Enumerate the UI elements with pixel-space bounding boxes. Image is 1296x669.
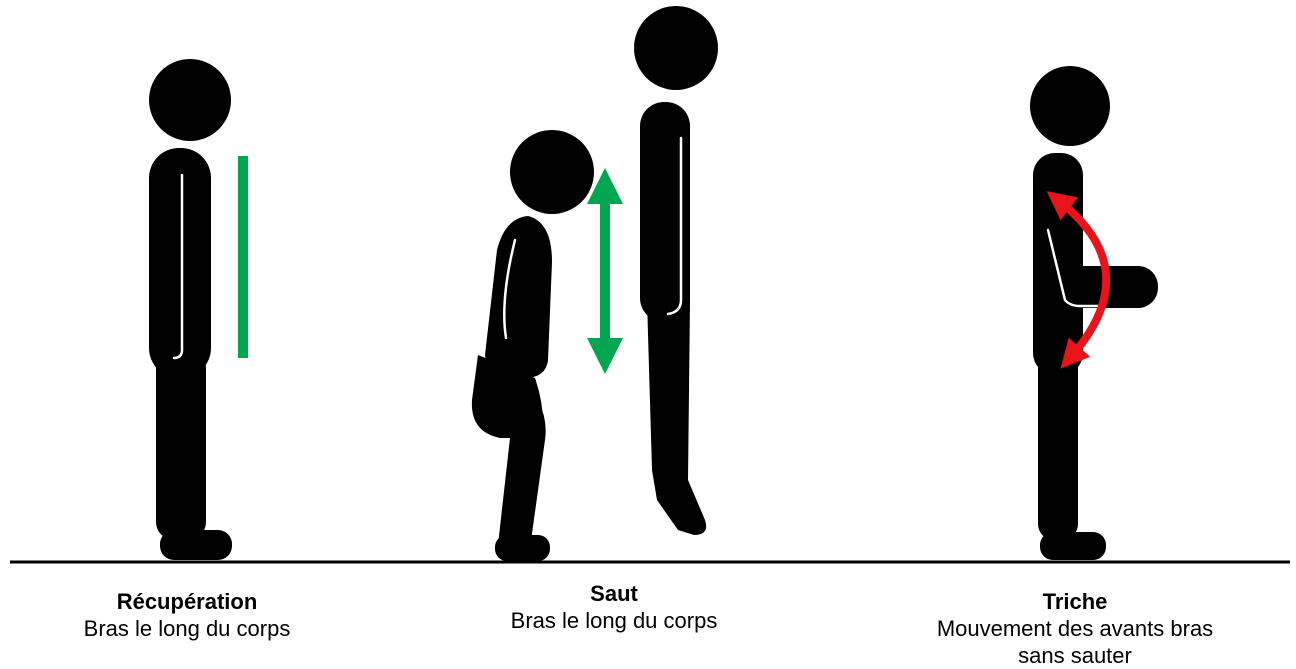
figure-legs — [647, 300, 706, 535]
standing-figure-cheat — [1030, 66, 1158, 560]
figure-torso — [485, 216, 552, 378]
figure-legs — [1038, 350, 1078, 540]
figure-foot — [1040, 532, 1106, 560]
caption-title: Triche — [915, 588, 1235, 615]
jumping-figure-jump — [634, 6, 718, 535]
caption-cheat: Triche Mouvement des avants bras sans sa… — [915, 588, 1235, 669]
caption-title: Récupération — [27, 588, 347, 615]
crouching-figure-jump — [472, 130, 594, 561]
figure-head — [149, 59, 231, 141]
caption-subtitle: Mouvement des avants bras sans sauter — [915, 615, 1235, 669]
figure-torso — [640, 102, 690, 322]
figure-head — [510, 130, 594, 214]
standing-figure-recovery — [149, 59, 232, 560]
figure-legs — [156, 350, 206, 540]
caption-jump: Saut Bras le long du corps — [454, 580, 774, 634]
figure-foot — [160, 530, 232, 560]
figure-torso — [1033, 153, 1083, 375]
figure-head — [634, 6, 718, 90]
posture-vertical-marker — [238, 156, 248, 358]
caption-recovery: Récupération Bras le long du corps — [27, 588, 347, 642]
caption-title: Saut — [454, 580, 774, 607]
caption-subtitle: Bras le long du corps — [454, 607, 774, 634]
figure-foot — [495, 535, 550, 561]
figure-head — [1030, 66, 1110, 146]
figure-torso — [149, 148, 211, 378]
caption-subtitle: Bras le long du corps — [27, 615, 347, 642]
